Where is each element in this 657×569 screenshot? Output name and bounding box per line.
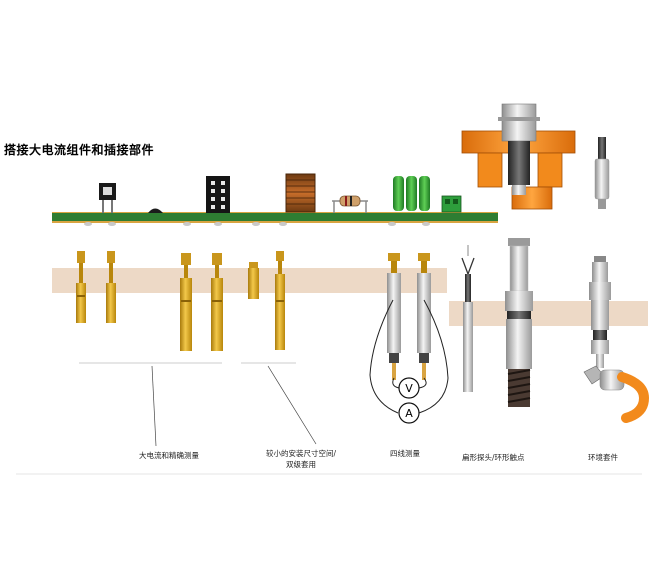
capacitor-group bbox=[393, 176, 430, 211]
ic-component bbox=[99, 183, 116, 213]
probe-high-current-3 bbox=[180, 253, 192, 351]
terminal-block bbox=[441, 195, 462, 213]
connector-component bbox=[206, 176, 230, 213]
probe-coax bbox=[505, 238, 533, 407]
coax-thread bbox=[507, 369, 531, 407]
probe-high-current-2 bbox=[106, 251, 116, 323]
probe-fine-pitch-2 bbox=[275, 251, 285, 350]
measurement-wires bbox=[369, 299, 449, 414]
caption-four-wire: 四线测量 bbox=[390, 449, 420, 458]
diagram-title: 搭接大电流组件和插接部件 bbox=[4, 143, 155, 157]
voltmeter-label: V bbox=[405, 382, 413, 395]
pcb-board bbox=[52, 212, 498, 226]
caption-high-current: 大电流和精确测量 bbox=[139, 451, 199, 460]
contact-module bbox=[461, 103, 576, 210]
voltmeter: V bbox=[398, 377, 420, 399]
resistor-component bbox=[332, 195, 368, 213]
probe-rf bbox=[583, 256, 650, 423]
probe-high-current-4 bbox=[211, 253, 223, 351]
probe-fine-pitch-1 bbox=[248, 262, 259, 299]
ammeter-label: A bbox=[405, 407, 413, 420]
caption-fine-pitch: 较小的安装尺寸空间/ 双级套用 bbox=[266, 448, 336, 470]
smd-component bbox=[148, 208, 163, 213]
caption-fine-pitch-line2: 双级套用 bbox=[286, 460, 317, 469]
probe-four-wire-left bbox=[387, 253, 401, 380]
leader-lines bbox=[151, 365, 317, 447]
caption-fine-pitch-line1: 较小的安装尺寸空间/ bbox=[266, 449, 337, 458]
probe-small-top-right bbox=[594, 137, 610, 209]
probe-four-wire-right bbox=[417, 253, 431, 380]
pcb-surface bbox=[52, 213, 498, 221]
caption-blade-tip: 扁形探头/环形触点 bbox=[462, 453, 525, 462]
coil-inductor bbox=[285, 173, 316, 213]
caption-coax: 环境套件 bbox=[588, 453, 618, 462]
solder-pads bbox=[84, 222, 430, 226]
probe-blade-tip bbox=[461, 245, 475, 392]
probe-high-current-1 bbox=[76, 251, 86, 323]
fixture-plate-right bbox=[449, 301, 648, 326]
ammeter: A bbox=[398, 402, 420, 424]
